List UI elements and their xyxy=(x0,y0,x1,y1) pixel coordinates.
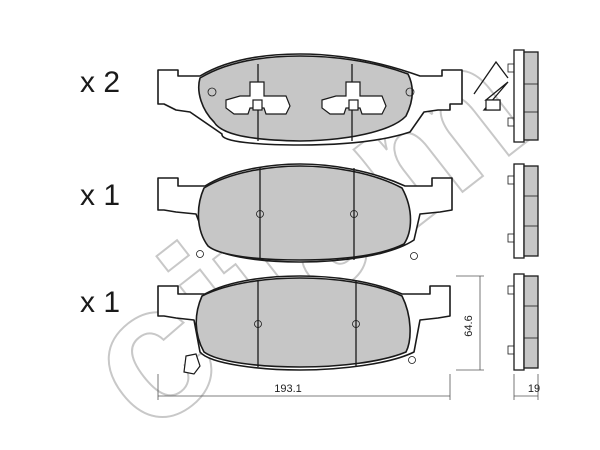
hole-middle-left xyxy=(196,250,204,258)
hole-top-left xyxy=(207,87,217,97)
quantity-label-bottom: x 1 xyxy=(80,286,120,319)
side-tab-bottom-2 xyxy=(507,345,515,355)
side-tab-bottom-1 xyxy=(507,285,515,295)
dimension-length-label: 193.1 xyxy=(274,383,302,395)
wear-sensor-bottom xyxy=(183,353,201,375)
side-view-middle xyxy=(507,163,539,259)
clip-top-right-slot xyxy=(348,99,359,111)
side-friction-bottom xyxy=(523,275,539,369)
side-plate-top xyxy=(513,49,525,143)
hole-middle-right xyxy=(410,252,418,260)
spring-clip-box-top xyxy=(485,99,501,111)
pin-middle-left xyxy=(256,210,264,218)
hole-top-right xyxy=(405,87,415,97)
dimension-height: 64.6 xyxy=(456,275,484,371)
side-friction-top xyxy=(523,51,539,141)
friction-material-top xyxy=(198,55,414,142)
brake-pad-middle xyxy=(157,163,453,263)
dimension-thickness: 19 xyxy=(513,374,540,400)
side-plate-middle xyxy=(513,163,525,259)
side-view-top xyxy=(473,49,539,143)
friction-material-bottom xyxy=(195,277,411,368)
dimension-thickness-label: 19 xyxy=(528,383,540,395)
dimension-height-label: 64.6 xyxy=(463,315,475,336)
side-tab-middle-1 xyxy=(507,175,515,185)
clip-top-left-slot xyxy=(252,99,263,111)
pin-bottom-left xyxy=(254,320,262,328)
side-tab-middle-2 xyxy=(507,233,515,243)
quantity-label-middle: x 1 xyxy=(80,179,120,212)
side-tab-top-2 xyxy=(507,117,515,127)
side-friction-middle xyxy=(523,165,539,257)
side-tab-top-1 xyxy=(507,63,515,73)
quantity-label-top: x 2 xyxy=(80,66,120,99)
brake-pad-bottom xyxy=(157,275,451,375)
pin-bottom-right xyxy=(352,320,360,328)
dimension-length: 193.1 xyxy=(157,374,451,400)
clip-top-left xyxy=(225,81,291,115)
side-plate-bottom xyxy=(513,273,525,371)
side-view-bottom xyxy=(507,273,539,371)
clip-top-right xyxy=(321,81,387,115)
hole-bottom-right xyxy=(408,356,416,364)
friction-material-middle xyxy=(197,165,412,261)
brake-pad-top xyxy=(157,53,463,146)
pin-middle-right xyxy=(350,210,358,218)
